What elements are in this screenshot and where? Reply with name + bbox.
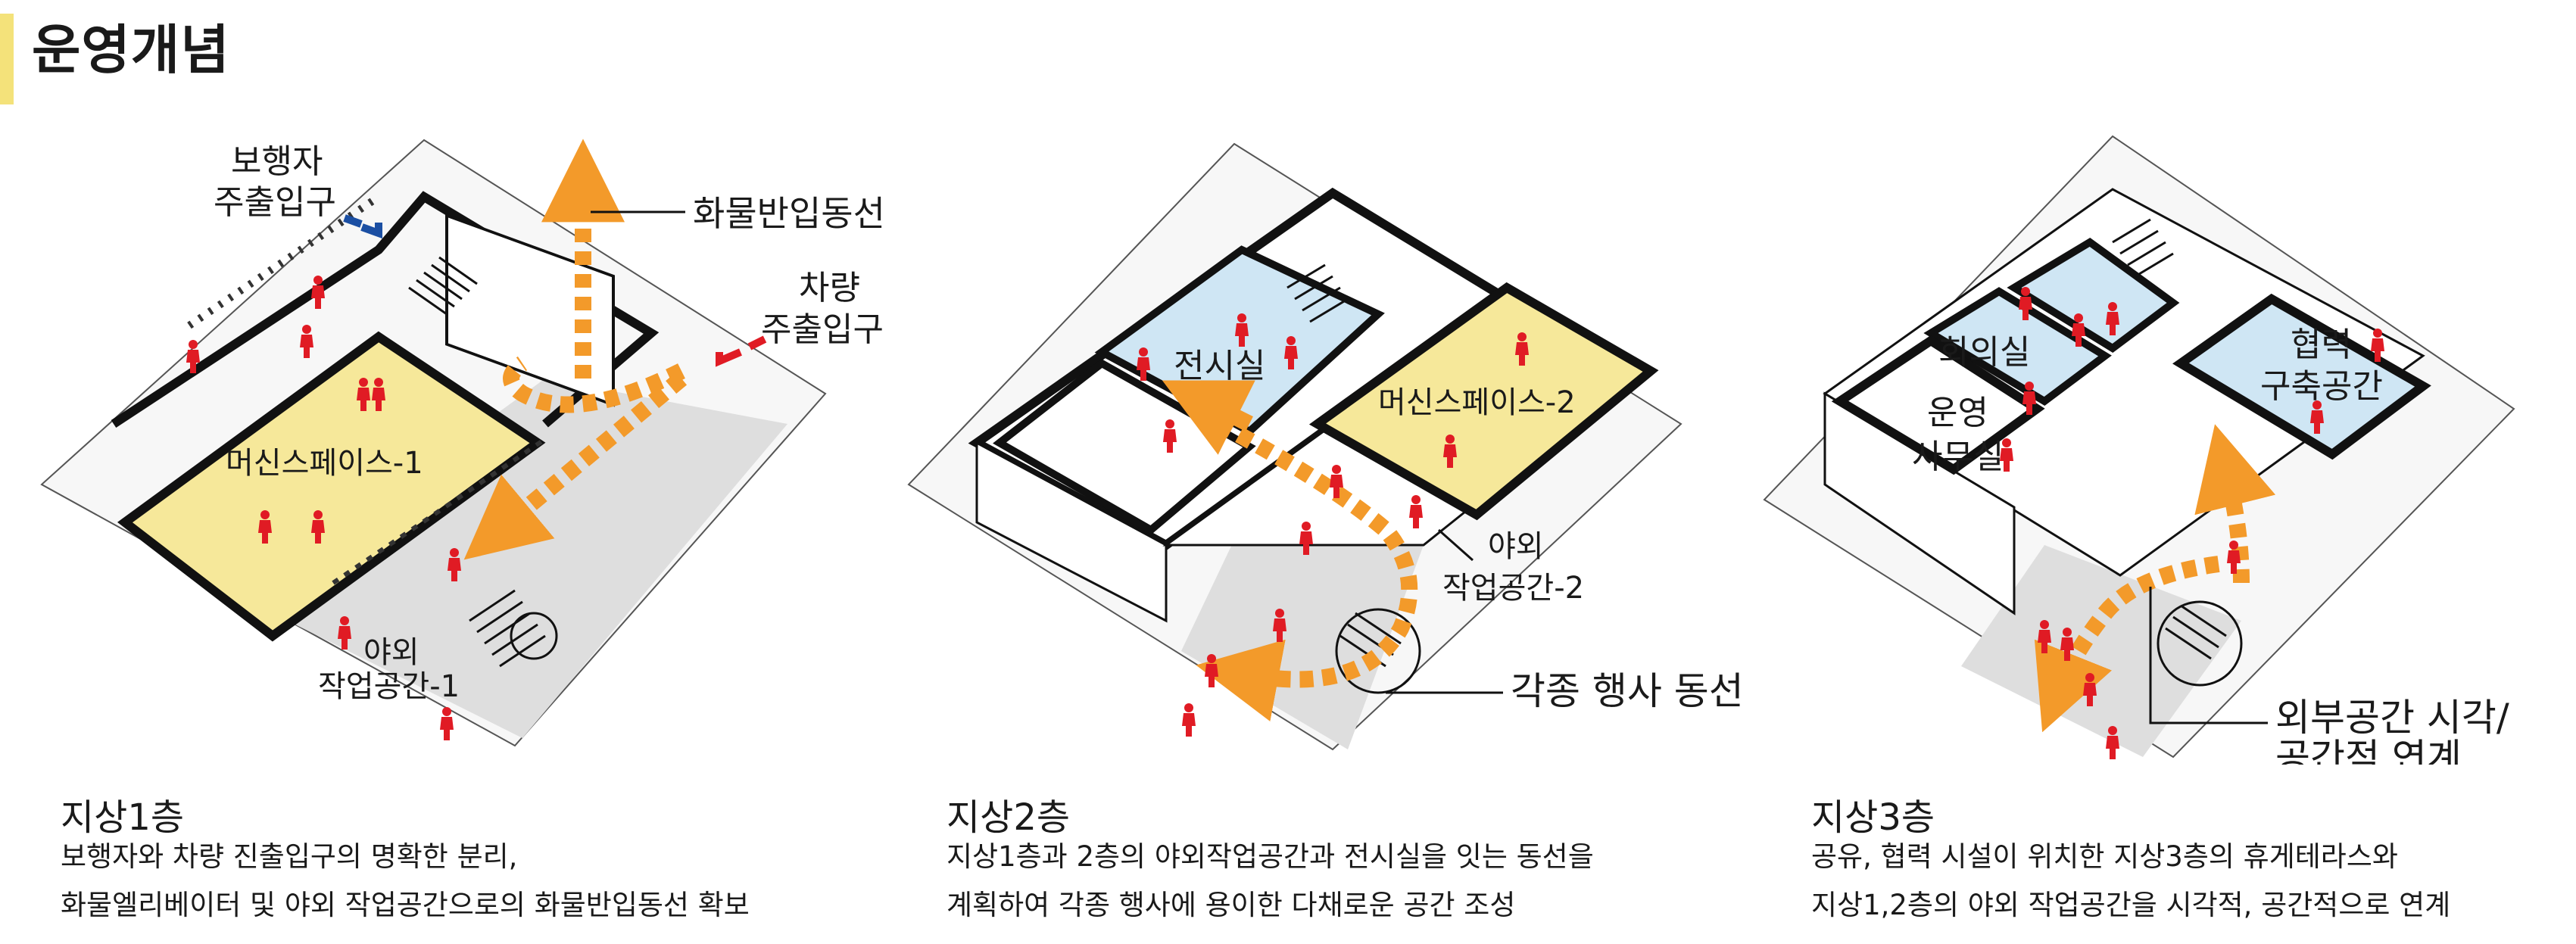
label-cargo-route: 화물반입동선	[693, 193, 885, 234]
floor3-diagram: 회의실 운영 사무실 협력 구축공간 외부공간 시각/ 공간적 연계	[1764, 136, 2514, 765]
floor3-desc-line2: 지상1,2층의 야외 작업공간을 시각적, 공간적으로 연계	[1811, 881, 2450, 930]
label-outdoor-2-line1: 야외	[1488, 529, 1544, 564]
floor2-desc-line1: 지상1층과 2층의 야외작업공간과 전시실을 잇는 동선을	[947, 833, 1594, 881]
floor2-diagram: 전시실 머신스페이스-2 야외 작업공간-2 각종 행사 동선	[909, 144, 1744, 749]
floor1-desc-line2: 화물엘리베이터 및 야외 작업공간으로의 화물반입동선 확보	[61, 881, 750, 930]
label-exhibition: 전시실	[1174, 347, 1265, 385]
floor1-desc-line1: 보행자와 차량 진출입구의 명확한 분리,	[61, 833, 517, 881]
floor1-diagram: 보행자 주출입구 화물반입동선 차량 주출입구 머신스페이스-1 야외 작업공간…	[42, 140, 885, 746]
label-vehicle-entrance-line1: 차량	[799, 269, 860, 307]
label-outdoor-2-line2: 작업공간-2	[1442, 571, 1584, 606]
label-outdoor-1-line1: 야외	[363, 635, 419, 670]
floor3-desc-line1: 공유, 협력 시설이 위치한 지상3층의 휴게테라스와	[1811, 833, 2398, 881]
label-outdoor-1-line2: 작업공간-1	[318, 669, 460, 704]
label-pedestrian-entrance-line1: 보행자	[231, 142, 323, 181]
label-machine-space-1: 머신스페이스-1	[226, 446, 423, 481]
label-collab-line1: 협력	[2291, 326, 2352, 364]
label-meeting: 회의실	[1938, 333, 2030, 372]
label-collab-line2: 구축공간	[2260, 367, 2383, 406]
operation-concept-diagrams: 보행자 주출입구 화물반입동선 차량 주출입구 머신스페이스-1 야외 작업공간…	[0, 0, 2576, 765]
label-link-line1: 외부공간 시각/	[2275, 696, 2509, 740]
label-machine-space-2: 머신스페이스-2	[1378, 385, 1576, 420]
label-vehicle-entrance-line2: 주출입구	[761, 310, 884, 349]
label-link-line2: 공간적 연계	[2275, 736, 2462, 765]
floor2-desc-line2: 계획하여 각종 행사에 용이한 다채로운 공간 조성	[947, 881, 1515, 930]
label-office-line1: 운영	[1927, 394, 1988, 432]
label-pedestrian-entrance-line2: 주출입구	[214, 183, 336, 222]
label-office-line2: 사무실	[1912, 438, 2004, 476]
label-event-route: 각종 행사 동선	[1511, 669, 1744, 713]
